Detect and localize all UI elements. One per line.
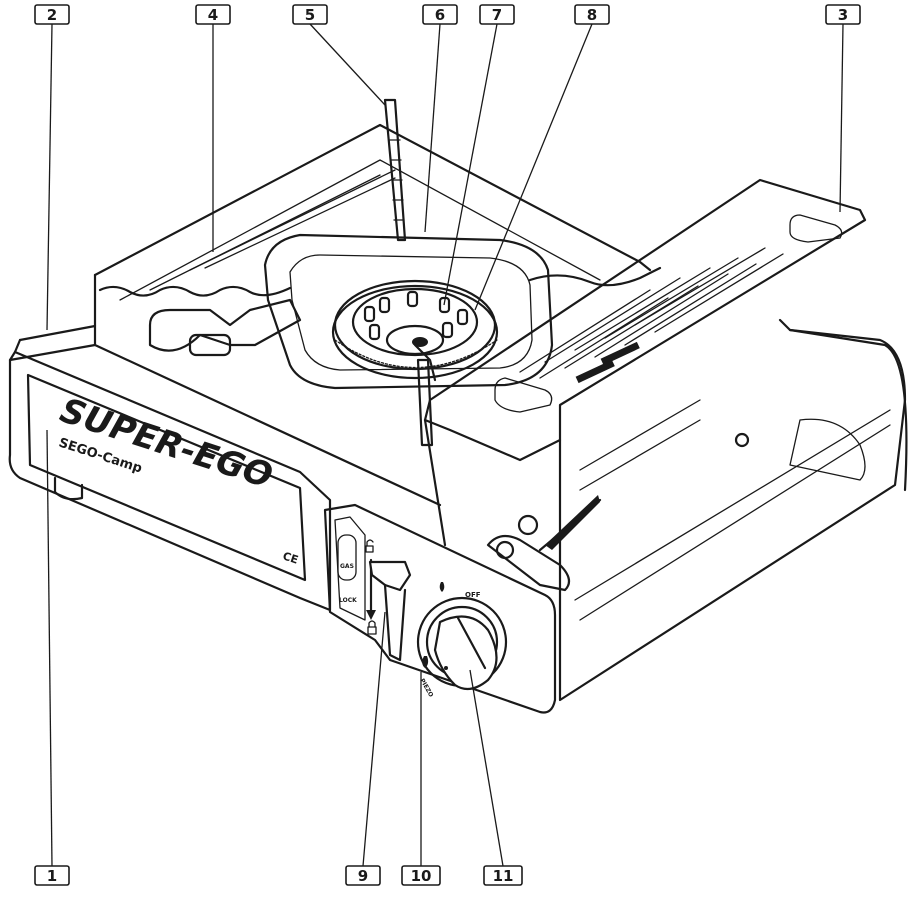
callout-1: 1: [34, 865, 70, 886]
lid: [423, 178, 867, 547]
control-knob: OFF PIEZO: [416, 582, 508, 698]
leader-2: [46, 23, 53, 331]
svg-text:8: 8: [587, 6, 597, 24]
svg-text:11: 11: [493, 867, 514, 885]
callout-8: 8: [574, 4, 610, 25]
svg-text:7: 7: [492, 6, 502, 24]
svg-text:1: 1: [47, 867, 57, 885]
svg-text:2: 2: [47, 6, 57, 24]
callout-2: 2: [34, 4, 70, 25]
callout-4: 4: [195, 4, 231, 25]
leader-6: [424, 23, 441, 233]
leader-9: [362, 611, 386, 867]
svg-text:4: 4: [208, 6, 218, 24]
brand-printing: SUPER-EGO SEGO-Camp CE: [55, 391, 300, 567]
svg-text:5: 5: [305, 6, 315, 24]
leader-3: [839, 23, 844, 213]
lock-closed-icon: [367, 620, 377, 635]
flame-icon: [422, 656, 429, 668]
ce-mark: CE: [281, 549, 300, 566]
leader-lines: [46, 23, 844, 867]
leader-11: [469, 669, 504, 867]
burner: [331, 279, 499, 382]
gas-label: GAS: [340, 563, 354, 570]
off-label: OFF: [465, 591, 481, 599]
leader-5: [309, 23, 386, 106]
svg-text:6: 6: [435, 6, 445, 24]
control-panel: GAS LOCK: [323, 503, 557, 714]
lock-open-icon: [365, 539, 374, 553]
lock-label: LOCK: [339, 597, 357, 604]
callout-10: 10: [401, 865, 441, 886]
callout-3: 3: [825, 4, 861, 25]
callouts: 2 4 5 6 7 8 3 1: [34, 4, 861, 886]
svg-text:3: 3: [838, 6, 848, 24]
callout-7: 7: [479, 4, 515, 25]
svg-text:9: 9: [358, 867, 368, 885]
callout-6: 6: [422, 4, 458, 25]
leader-7: [443, 23, 498, 306]
stove-illustration: SUPER-EGO SEGO-Camp CE: [8, 98, 908, 714]
callout-11: 11: [483, 865, 523, 886]
svg-text:10: 10: [411, 867, 432, 885]
callout-5: 5: [292, 4, 328, 25]
gas-lock-lever: [368, 560, 412, 662]
leader-8: [474, 23, 593, 311]
callout-9: 9: [345, 865, 381, 886]
flame-icon: [439, 582, 445, 592]
leader-1: [46, 429, 53, 867]
